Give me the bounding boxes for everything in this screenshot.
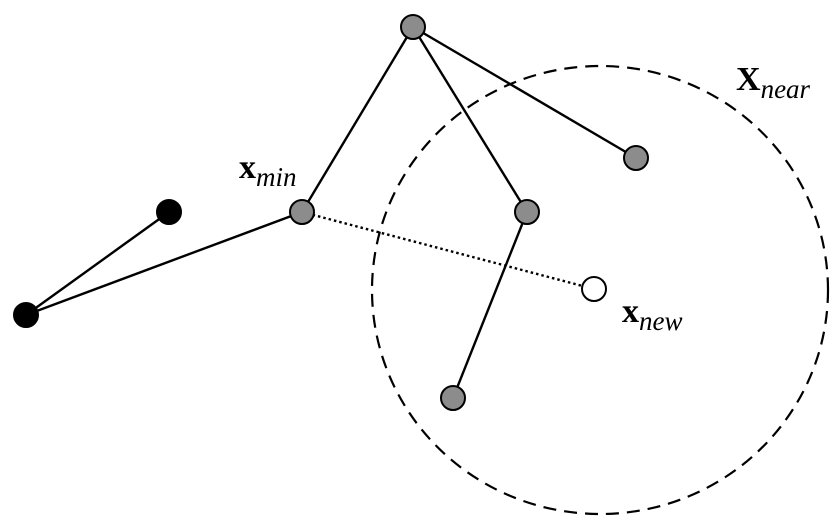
node-x-min [289, 199, 315, 225]
label-x-near-sub: near [761, 74, 811, 104]
node-top [400, 14, 426, 40]
node-right [623, 145, 649, 171]
edge-x-min-to-x-new-dotted [301, 210, 595, 291]
label-x-min-sub: min [256, 162, 297, 192]
label-x-near: Xnear [736, 61, 811, 104]
label-x-min-main: x [239, 149, 256, 186]
label-x-new: xnew [622, 293, 683, 336]
node-x-new [581, 276, 607, 302]
label-x-min: xmin [239, 149, 297, 192]
label-x-near-main: X [736, 61, 761, 98]
node-middle [514, 199, 540, 225]
node-start [13, 302, 39, 328]
edge-start-to-x-min [25, 210, 303, 317]
label-x-new-main: x [622, 293, 639, 330]
near-region-circle [370, 64, 830, 516]
edge-x-min-to-top-node [300, 26, 415, 213]
edge-top-node-to-right-node [412, 25, 637, 160]
node-black [156, 199, 182, 225]
edge-middle-node-to-bottom-node [451, 211, 529, 399]
node-bottom [440, 385, 466, 411]
label-x-new-sub: new [639, 306, 683, 336]
edge-start-to-black-node [25, 211, 170, 316]
tree-edges [25, 25, 637, 399]
edge-top-node-to-middle-node [411, 26, 529, 213]
